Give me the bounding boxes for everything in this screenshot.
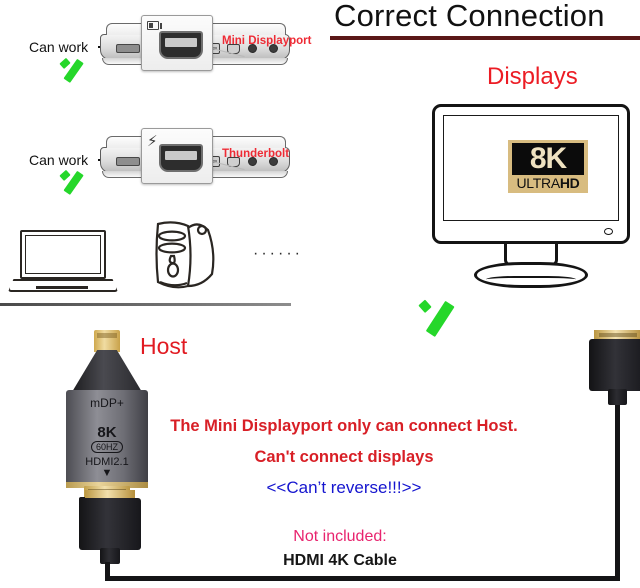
port-label-thunderbolt: Thunderbolt [222,148,290,160]
displays-title: Displays [487,63,578,90]
adapter-marking-standard: HDMI2.1 [85,456,129,468]
port-magnifier-2: ⚡ [141,128,213,184]
badge-hd-text: HD [559,175,580,191]
cable-segment-bottom-horizontal [105,576,620,581]
can-work-label-1: Can work [29,39,89,55]
note-line-5: HDMI 4K Cable [283,552,397,569]
can-work-label-2: Can work [29,152,89,168]
adapter-marking-refresh: 60HZ [66,441,148,453]
port-label-mini-displayport: Mini Displayport [222,35,312,47]
desktop-tower-outline-icon [150,216,228,296]
note-line-1: The Mini Displayport only can connect Ho… [170,417,518,435]
mini-displayport-plug [94,330,120,352]
host-label: Host [140,333,188,359]
8k-ultrahd-badge: 8K ULTRAHD [508,140,588,193]
adapter-marking-brand: mDP+ [90,396,124,410]
port-magnifier-1 [141,15,213,71]
green-check-icon-2 [59,168,92,195]
title-underline [330,36,640,40]
adapter-marking-resolution: 8K [97,424,117,441]
power-led-icon [604,228,613,235]
badge-resolution: 8K [512,143,584,175]
green-check-icon-1 [59,56,92,83]
adapter-marking-arrow: ▼ [101,467,113,479]
hdmi-plug-contacts-right [594,330,640,340]
displayport-icon [147,21,162,30]
adapter-body: mDP+ 8K 60HZ HDMI2.1 ▼ [66,390,148,488]
cable-segment-left-vertical [105,562,110,580]
ellipsis-more-devices: ······ [253,245,303,262]
note-line-3: <<Can’t reverse!!!>> [266,478,422,497]
badge-ultra-text: ULTRA [516,175,561,191]
page-title: Correct Connection [334,0,605,33]
thunderbolt-icon: ⚡ [147,132,158,150]
section-divider [0,303,291,306]
green-check-icon-3 [418,296,467,337]
note-line-4: Not included: [293,528,387,545]
cable-segment-right-vertical [615,390,620,580]
note-line-2: Can't connect displays [254,448,434,466]
badge-ultrahd: ULTRAHD [512,175,584,191]
hdmi-plug-contacts-left [85,490,135,499]
